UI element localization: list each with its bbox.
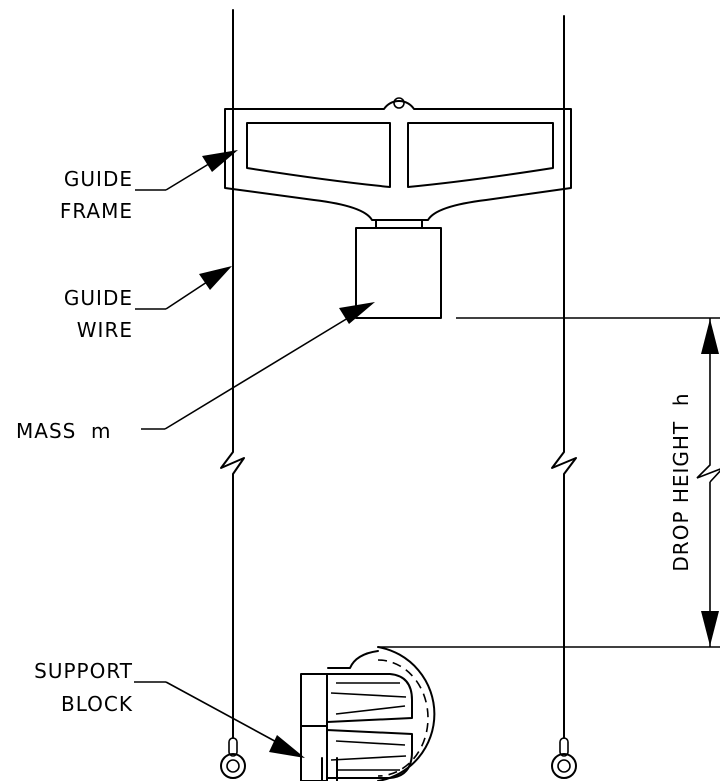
wire-anchor-left <box>220 737 246 779</box>
drop-height-label: DROP HEIGHT h <box>669 392 693 571</box>
support-block-arrow-icon <box>269 735 305 758</box>
guide-wire-arrow-icon <box>199 266 232 290</box>
guide-wire-right <box>551 15 577 739</box>
mass-leader <box>141 302 375 430</box>
mass-block <box>355 227 442 319</box>
guide-wire-left <box>220 9 245 739</box>
guide-frame-leader <box>135 150 238 191</box>
wire-anchor-right <box>551 737 577 779</box>
support-block <box>300 646 436 781</box>
guide-frame <box>224 97 572 229</box>
mass-arrow-icon <box>339 302 375 324</box>
guide-frame-label-line1: GUIDE <box>64 167 133 191</box>
support-block-label-line2: BLOCK <box>61 692 133 716</box>
guide-wire-label-line1: GUIDE <box>64 286 133 310</box>
support-block-label-line1: SUPPORT <box>34 659 133 683</box>
guide-wire-label-line2: WIRE <box>77 318 133 342</box>
support-block-leader <box>134 681 305 758</box>
dimension-arrow-down-icon <box>701 611 719 646</box>
dimension-arrow-up-icon <box>701 319 719 354</box>
guide-frame-arrow-icon <box>202 150 238 172</box>
guide-frame-label-line2: FRAME <box>60 199 133 223</box>
guide-wire-leader <box>135 266 232 310</box>
mass-label: MASS m <box>16 419 112 443</box>
drop-height-dimension <box>378 317 720 648</box>
